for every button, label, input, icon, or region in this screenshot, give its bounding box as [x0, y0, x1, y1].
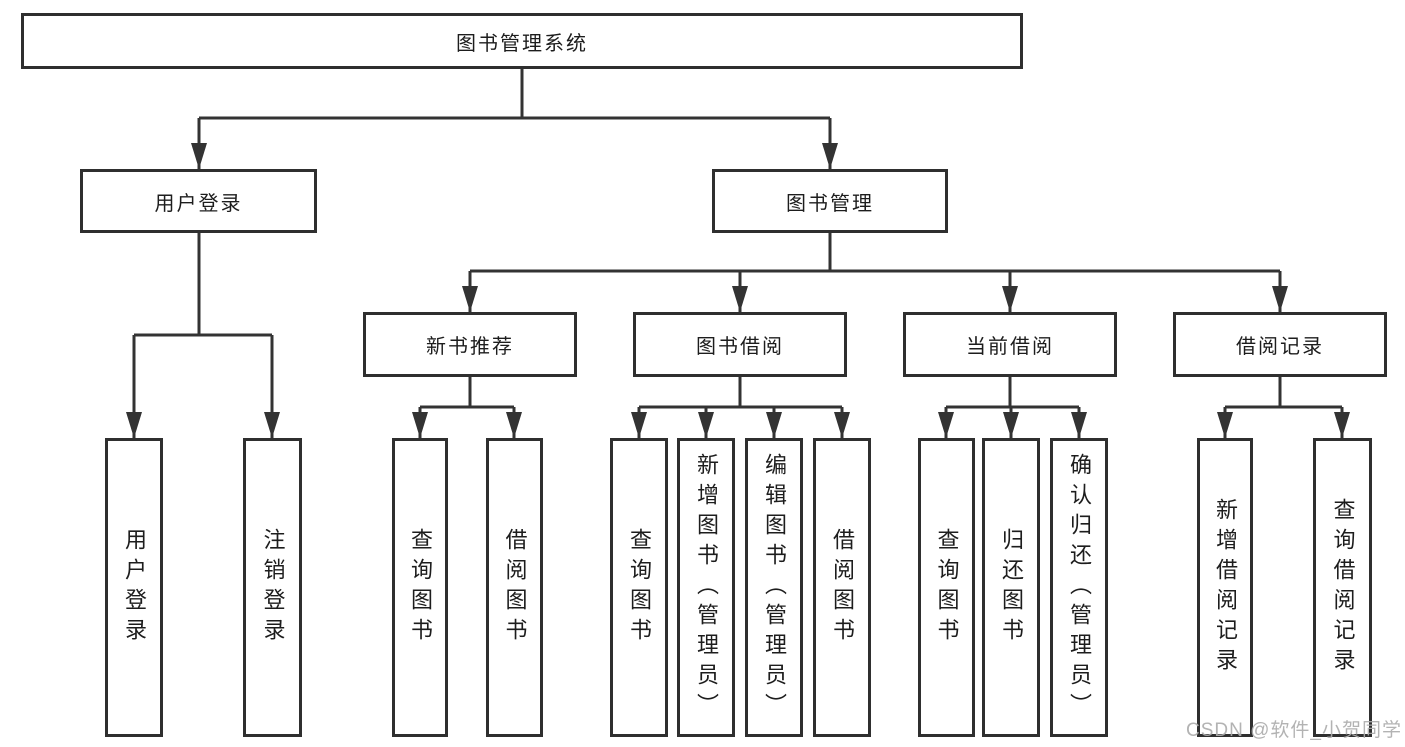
leaf-cb-confirm-return-admin: 确认归还（管理员）: [1050, 438, 1108, 737]
arrow-down-icon: [631, 412, 647, 438]
leaf-bb-borrow-books-label: 借阅图书: [830, 527, 855, 648]
arrowheads: [126, 143, 1350, 438]
leaf-logout: 注销登录: [243, 438, 302, 737]
node-user-login-label: 用户登录: [154, 192, 243, 215]
arrow-down-icon: [1002, 286, 1018, 312]
arrow-down-icon: [1071, 412, 1087, 438]
leaf-bb-borrow-books: 借阅图书: [813, 438, 871, 737]
arrow-down-icon: [766, 412, 782, 438]
arrow-down-icon: [938, 412, 954, 438]
arrow-down-icon: [732, 286, 748, 312]
leaf-bb-query-books: 查询图书: [610, 438, 668, 737]
arrow-down-icon: [1272, 286, 1288, 312]
leaf-user-login-label: 用户登录: [122, 527, 147, 648]
watermark: CSDN @软件_小贺同学: [1186, 720, 1402, 741]
leaf-logout-label: 注销登录: [260, 527, 286, 648]
arrow-down-icon: [191, 143, 207, 169]
node-book-management: 图书管理: [712, 169, 948, 233]
leaf-cb-query-books: 查询图书: [918, 438, 975, 737]
leaf-bb-edit-books-admin-label: 编辑图书（管理员）: [762, 452, 787, 723]
leaf-nbr-query-books-label: 查询图书: [408, 527, 433, 648]
arrow-down-icon: [1003, 412, 1019, 438]
leaf-br-add-record: 新增借阅记录: [1197, 438, 1253, 737]
leaf-br-add-record-label: 新增借阅记录: [1213, 497, 1238, 678]
node-current-borrow-label: 当前借阅: [966, 336, 1054, 358]
leaf-br-query-record-label: 查询借阅记录: [1330, 497, 1356, 678]
leaf-nbr-query-books: 查询图书: [392, 438, 448, 737]
arrow-down-icon: [506, 412, 522, 438]
node-borrow-record: 借阅记录: [1173, 312, 1387, 377]
leaf-cb-confirm-return-admin-label: 确认归还（管理员）: [1067, 452, 1092, 723]
arrow-down-icon: [698, 412, 714, 438]
node-book-borrow: 图书借阅: [633, 312, 847, 377]
leaf-cb-return-books-label: 归还图书: [999, 527, 1024, 648]
leaf-user-login: 用户登录: [105, 438, 163, 737]
leaf-br-query-record: 查询借阅记录: [1313, 438, 1372, 737]
node-user-login: 用户登录: [80, 169, 317, 233]
node-root-label: 图书管理系统: [456, 32, 588, 55]
arrow-down-icon: [264, 412, 280, 438]
arrow-down-icon: [412, 412, 428, 438]
node-book-management-label: 图书管理: [786, 192, 874, 215]
node-new-book-recommend-label: 新书推荐: [426, 336, 514, 358]
arrow-down-icon: [1334, 412, 1350, 438]
leaf-bb-add-books-admin-label: 新增图书（管理员）: [694, 452, 719, 723]
arrow-down-icon: [462, 286, 478, 312]
leaf-cb-return-books: 归还图书: [982, 438, 1040, 737]
node-new-book-recommend: 新书推荐: [363, 312, 577, 377]
node-current-borrow: 当前借阅: [903, 312, 1117, 377]
arrow-down-icon: [834, 412, 850, 438]
arrow-down-icon: [1217, 412, 1233, 438]
node-borrow-record-label: 借阅记录: [1236, 336, 1324, 358]
tree-edges-path: [132, 69, 1344, 438]
arrow-down-icon: [126, 412, 142, 438]
node-root: 图书管理系统: [21, 13, 1023, 69]
leaf-nbr-borrow-books-label: 借阅图书: [502, 527, 528, 648]
arrow-down-icon: [822, 143, 838, 169]
leaf-nbr-borrow-books: 借阅图书: [486, 438, 543, 737]
leaf-bb-add-books-admin: 新增图书（管理员）: [677, 438, 735, 737]
leaf-cb-query-books-label: 查询图书: [934, 527, 960, 648]
leaf-bb-query-books-label: 查询图书: [627, 527, 652, 648]
node-book-borrow-label: 图书借阅: [696, 336, 784, 358]
leaf-bb-edit-books-admin: 编辑图书（管理员）: [745, 438, 803, 737]
